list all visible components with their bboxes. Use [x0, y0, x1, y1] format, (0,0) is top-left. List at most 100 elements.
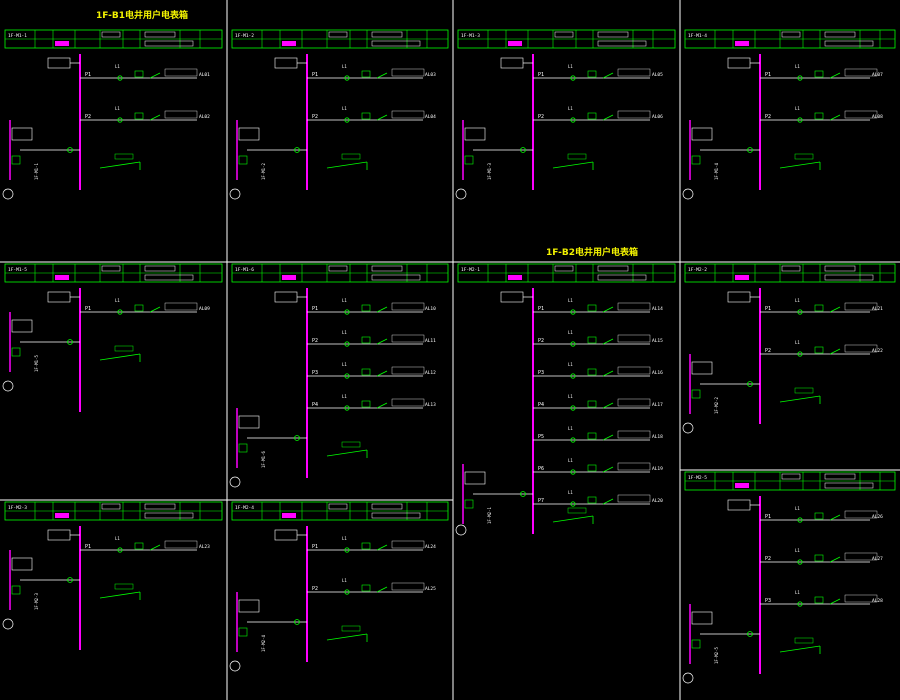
- spare-circuit-line: [552, 515, 594, 523]
- grid-axis-marker: [229, 476, 241, 488]
- panel-code-label: 1F-M1-6: [235, 267, 254, 273]
- phase-label: L1: [795, 340, 800, 345]
- cable-spec-block: [844, 594, 878, 603]
- circuit-id-label: P2: [85, 114, 91, 120]
- main-breaker-icon: [747, 631, 753, 637]
- meter-icon: [11, 585, 21, 595]
- feeder-cable-label: 1F-M1-2: [261, 163, 266, 180]
- circuit-id-label: P1: [85, 72, 91, 78]
- breaker-icon: [570, 75, 576, 81]
- cable-spec-block: [844, 552, 878, 561]
- distribution-panels: 1F-M1-11F-M1-1P1L1AL01P2L1AL021F-M1-21F-…: [2, 29, 896, 684]
- spare-circuit-line: [99, 353, 141, 361]
- meter-icon: [238, 443, 248, 453]
- load-label: AL23: [199, 544, 210, 550]
- circuit-id-label: P3: [538, 370, 544, 376]
- switch-contact-icon: [376, 72, 388, 79]
- table-highlight-cell: [55, 275, 69, 280]
- table-text-block: [824, 274, 874, 281]
- spare-circuit-line: [326, 161, 368, 169]
- feeder-cable-label: 1F-M2-3: [34, 593, 39, 610]
- circuit-id-label: P1: [765, 306, 771, 312]
- main-breaker-icon: [67, 147, 73, 153]
- breaker-icon: [344, 547, 350, 553]
- cable-spec-block: [391, 366, 425, 375]
- cable-spec-block: [617, 462, 651, 471]
- rcd-icon: [587, 464, 597, 472]
- circuit-id-label: P4: [312, 402, 318, 408]
- grid-axis-marker: [229, 660, 241, 672]
- table-text-block: [781, 31, 801, 38]
- breaker-icon: [797, 517, 803, 523]
- load-label: AL09: [199, 306, 210, 312]
- circuit-id-label: P2: [312, 338, 318, 344]
- meter-icon: [691, 389, 701, 399]
- feeder-cable-label: 1F-M2-1: [487, 507, 492, 524]
- main-breaker-icon: [67, 339, 73, 345]
- table-text-block: [328, 503, 348, 510]
- breaker-icon: [117, 547, 123, 553]
- breaker-icon: [117, 117, 123, 123]
- cable-spec-block: [164, 302, 198, 311]
- phase-label: L1: [795, 298, 800, 303]
- switch-contact-icon: [829, 598, 841, 605]
- load-label: AL04: [425, 114, 436, 120]
- cable-spec-block: [391, 582, 425, 591]
- circuit-id-label: P6: [538, 466, 544, 472]
- panel-code-label: 1F-M2-4: [235, 505, 254, 511]
- phase-label: L1: [795, 590, 800, 595]
- load-label: AL14: [652, 306, 663, 312]
- load-label: AL25: [425, 586, 436, 592]
- switch-contact-icon: [602, 114, 614, 121]
- diagram-title-1f-b2: 1F-B2电井用户电表箱: [546, 248, 638, 258]
- table-text-block: [597, 265, 629, 272]
- panel-code-label: 1F-M1-1: [8, 33, 27, 39]
- panel-code-label: 1F-M1-4: [688, 33, 707, 39]
- panel-code-label: 1F-M2-2: [688, 267, 707, 273]
- phase-label: L1: [342, 64, 347, 69]
- rcd-icon: [814, 112, 824, 120]
- rcd-icon: [361, 70, 371, 78]
- breaker-icon: [797, 75, 803, 81]
- spare-circuit-line: [326, 449, 368, 457]
- rcd-icon: [361, 400, 371, 408]
- meter-icon: [464, 499, 474, 509]
- load-label: AL10: [425, 306, 436, 312]
- cable-spec-block: [844, 344, 878, 353]
- rcd-icon: [814, 346, 824, 354]
- load-label: AL28: [872, 598, 883, 604]
- load-label: AL02: [199, 114, 210, 120]
- rcd-icon: [134, 542, 144, 550]
- circuit-id-label: P2: [765, 348, 771, 354]
- circuit-id-label: P1: [312, 72, 318, 78]
- table-highlight-cell: [508, 275, 522, 280]
- rcd-icon: [361, 112, 371, 120]
- cable-spec-block: [844, 68, 878, 77]
- breaker-icon: [117, 75, 123, 81]
- switch-contact-icon: [602, 466, 614, 473]
- phase-label: L1: [568, 426, 573, 431]
- breaker-icon: [570, 341, 576, 347]
- table-text-block: [328, 31, 348, 38]
- rcd-icon: [587, 368, 597, 376]
- switch-contact-icon: [829, 306, 841, 313]
- switch-contact-icon: [376, 544, 388, 551]
- grid-axis-marker: [682, 672, 694, 684]
- switch-contact-icon: [829, 514, 841, 521]
- main-breaker-icon: [520, 147, 526, 153]
- panel-code-label: 1F-M2-5: [688, 475, 707, 481]
- load-label: AL24: [425, 544, 436, 550]
- switch-contact-icon: [829, 348, 841, 355]
- load-label: AL16: [652, 370, 663, 376]
- table-text-block: [597, 274, 647, 281]
- phase-label: L1: [568, 490, 573, 495]
- feeder-cable-label: 1F-M2-4: [261, 635, 266, 652]
- load-label: AL18: [652, 434, 663, 440]
- phase-label: L1: [568, 330, 573, 335]
- feeder-cable-label: 1F-M2-5: [714, 647, 719, 664]
